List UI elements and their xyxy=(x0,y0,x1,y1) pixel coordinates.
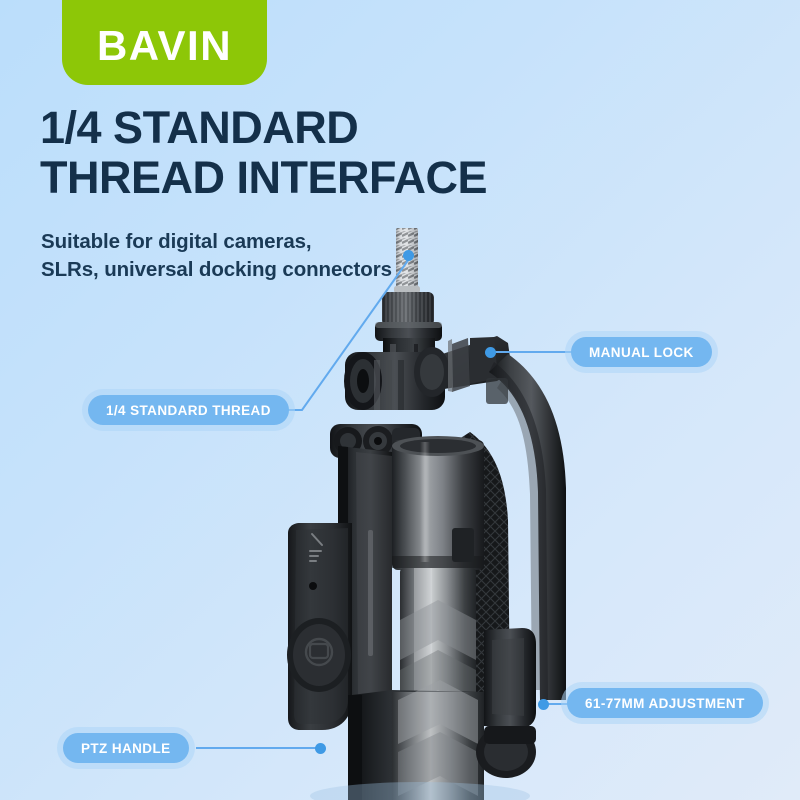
fork-hinge xyxy=(344,352,445,410)
folded-side-panel xyxy=(338,446,392,710)
manual-lock-lever xyxy=(414,336,512,397)
subtitle-line-1: Suitable for digital cameras, xyxy=(41,230,312,253)
callout-dot-adjust xyxy=(538,699,549,710)
handle-trunk xyxy=(348,680,484,800)
phone-clamp-body xyxy=(287,523,352,730)
callout-label-ptz-handle[interactable]: PTZ HANDLE xyxy=(63,733,189,763)
lower-bracket-clip xyxy=(476,628,536,778)
screw-knurled-head xyxy=(375,292,442,341)
brand-logo-badge: BAVIN xyxy=(62,0,267,85)
page-subtitle: Suitable for digital cameras, SLRs, univ… xyxy=(41,228,461,285)
subtitle-line-2: SLRs, universal docking connectors xyxy=(41,258,392,282)
telescoping-pole xyxy=(392,436,484,710)
page-title: 1/4 STANDARD THREAD INTERFACE xyxy=(40,105,640,201)
inner-mesh-channel xyxy=(448,432,510,700)
secondary-hinge xyxy=(330,424,422,458)
brand-name: BAVIN xyxy=(96,22,233,69)
callout-label-manual-lock[interactable]: MANUAL LOCK xyxy=(571,337,712,367)
callout-dot-thread xyxy=(403,250,414,261)
headline-line-2: THREAD INTERFACE xyxy=(40,151,488,203)
callout-label-thread[interactable]: 1/4 STANDARD THREAD xyxy=(88,395,289,425)
callout-dot-ptz xyxy=(315,743,326,754)
callout-label-adjustment[interactable]: 61-77MM ADJUSTMENT xyxy=(567,688,763,718)
mount-neck xyxy=(383,338,435,404)
curved-support-arm xyxy=(486,354,566,700)
headline-line-1: 1/4 STANDARD xyxy=(40,102,359,153)
callout-dot-lock xyxy=(485,347,496,358)
